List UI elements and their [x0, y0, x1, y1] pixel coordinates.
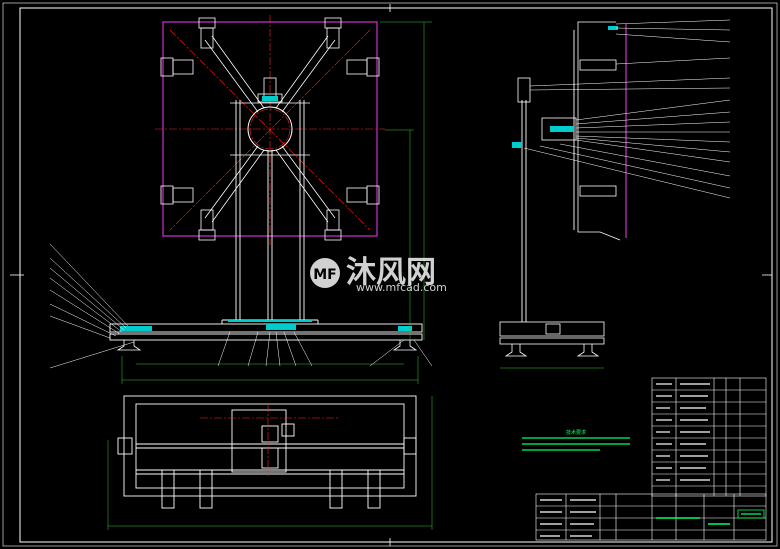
- mf-logo-icon: MF: [310, 258, 340, 288]
- watermark-url: www.mfcad.com: [356, 281, 447, 294]
- front-columns: [235, 100, 305, 322]
- watermark-name: 沐风网: [346, 255, 436, 290]
- front-feet: [116, 340, 418, 351]
- front-cylinders: [160, 17, 380, 241]
- tech-notes: 技术要求: [522, 429, 630, 451]
- front-view: [49, 15, 433, 384]
- svg-text:MF: MF: [313, 267, 337, 283]
- title-block: [535, 493, 767, 541]
- side-leaders: [523, 19, 731, 199]
- top-actuator-cyan: [262, 96, 278, 101]
- hub: [247, 106, 293, 152]
- parts-list: [651, 377, 767, 497]
- front-centerlines: [155, 15, 385, 245]
- watermark: MF 沐风网 www.mfcad.com: [310, 255, 447, 294]
- front-dimensions: [121, 21, 432, 384]
- side-view: [499, 19, 731, 369]
- front-arms: [204, 35, 336, 223]
- title-block-fill: [540, 499, 765, 537]
- tech-note-title: 技术要求: [566, 429, 586, 436]
- front-leaders: [49, 243, 433, 369]
- top-view: [107, 395, 433, 530]
- front-base-cyan: [120, 320, 412, 331]
- parts-list-fill: [656, 383, 710, 481]
